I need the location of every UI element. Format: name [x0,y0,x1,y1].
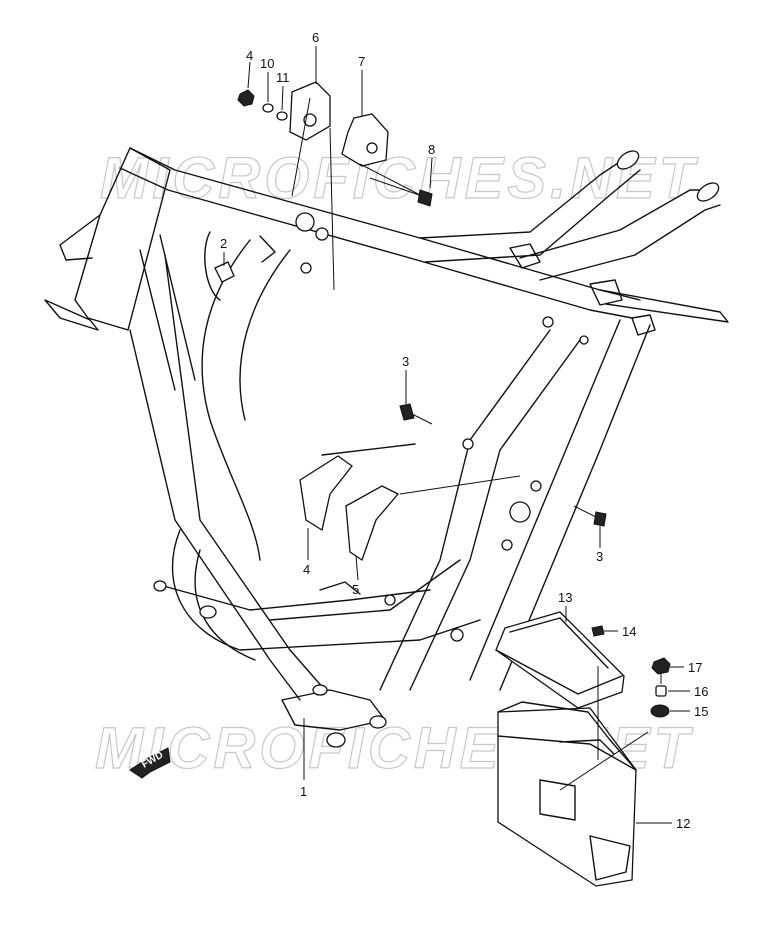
bolt-17 [651,657,671,684]
screw-14 [591,625,605,637]
callout-14: 14 [622,624,636,639]
bracket-4 [299,455,353,532]
bolt-3-lower [573,505,607,527]
callout-7: 7 [358,54,365,69]
nut-9 [237,89,255,107]
watermark-top: MICROFICHES.NET [100,146,699,211]
callout-17: 17 [688,660,702,675]
box-12 [497,701,637,887]
callout-16: 16 [694,684,708,699]
callout-3-upper: 3 [402,354,409,369]
callout-9: 4 [246,48,253,63]
grommet-15 [650,704,670,718]
bracket-5 [345,485,400,562]
bracket-7 [341,113,389,167]
callout-6: 6 [312,30,319,45]
callout-12: 12 [676,816,690,831]
bracket-6 [289,81,331,141]
callout-5: 5 [352,582,359,597]
callout-4: 4 [303,562,310,577]
callouts: 4 10 11 6 7 8 2 3 3 4 5 13 14 [220,30,708,831]
callout-1: 1 [300,784,307,799]
washer-11 [276,111,288,121]
callout-2: 2 [220,236,227,251]
callout-8: 8 [428,142,435,157]
bolt-3-upper [399,403,433,425]
callout-11: 11 [276,70,290,85]
callout-10: 10 [260,56,274,71]
washer-10 [262,103,274,113]
collar-16 [655,685,667,697]
callout-13: 13 [558,590,572,605]
cover-13 [495,611,625,709]
callout-3-lower: 3 [596,549,603,564]
bolt-8 [369,177,433,207]
callout-15: 15 [694,704,708,719]
